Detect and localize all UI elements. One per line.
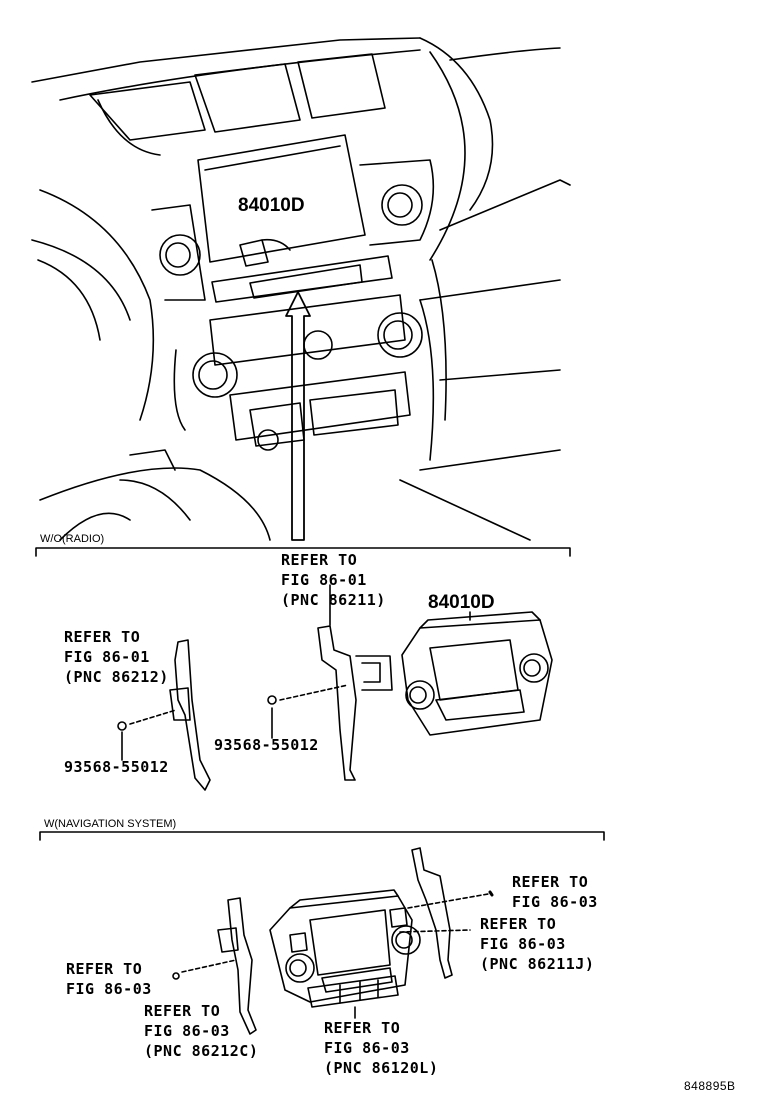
ref-line-1: REFER TO [512, 873, 589, 891]
section-nav-bracket [39, 831, 605, 841]
overview-part-label: 84010D [238, 195, 305, 216]
section-radio-bracket [35, 547, 571, 557]
nav-ref-center-bottom: REFER TO FIG 86-03 (PNC 86120L) [324, 1018, 438, 1078]
ref-line-3: (PNC 86211) [281, 591, 386, 609]
nav-ref-left: REFER TO FIG 86-03 [66, 959, 152, 999]
radio-right-bracket [267, 584, 393, 781]
ref-line-1: REFER TO [281, 551, 358, 569]
ref-line-2: FIG 86-03 [66, 980, 152, 998]
ref-line-2: FIG 86-01 [281, 571, 367, 589]
dashboard-illustration [31, 37, 571, 541]
radio-head-unit [401, 611, 553, 736]
nav-head-unit [269, 889, 421, 1019]
ref-line-1: REFER TO [324, 1019, 401, 1037]
radio-section-header: W/O(RADIO) [40, 533, 105, 545]
nav-section-header: W(NAVIGATION SYSTEM) [44, 818, 177, 830]
radio-unit-label: 84010D [428, 592, 495, 613]
ref-line-1: REFER TO [64, 628, 141, 646]
ref-line-1: REFER TO [480, 915, 557, 933]
nav-left-bracket [172, 897, 257, 1035]
ref-line-3: (PNC 86120L) [324, 1059, 439, 1077]
ref-line-3: (PNC 86212C) [144, 1042, 259, 1060]
nav-ref-left-bottom: REFER TO FIG 86-03 (PNC 86212C) [144, 1001, 258, 1061]
radio-screw-right-label: 93568-55012 [214, 736, 319, 754]
ref-line-3: (PNC 86211J) [480, 955, 595, 973]
nav-ref-right-mid: REFER TO FIG 86-03 (PNC 86211J) [480, 914, 594, 974]
radio-screw-left-label: 93568-55012 [64, 758, 169, 776]
nav-ref-right-top: REFER TO FIG 86-03 [512, 872, 598, 912]
ref-line-3: (PNC 86212) [64, 668, 169, 686]
radio-left-bracket [117, 639, 211, 791]
ref-line-1: REFER TO [66, 960, 143, 978]
ref-line-2: FIG 86-03 [480, 935, 566, 953]
ref-line-2: FIG 86-03 [512, 893, 598, 911]
ref-line-2: FIG 86-03 [324, 1039, 410, 1057]
nav-right-bracket [399, 847, 494, 979]
radio-left-ref: REFER TO FIG 86-01 (PNC 86212) [64, 627, 169, 687]
ref-line-1: REFER TO [144, 1002, 221, 1020]
ref-line-2: FIG 86-03 [144, 1022, 230, 1040]
ref-line-2: FIG 86-01 [64, 648, 150, 666]
diagram-code: 848895B [684, 1079, 736, 1093]
radio-top-ref: REFER TO FIG 86-01 (PNC 86211) [281, 550, 386, 610]
